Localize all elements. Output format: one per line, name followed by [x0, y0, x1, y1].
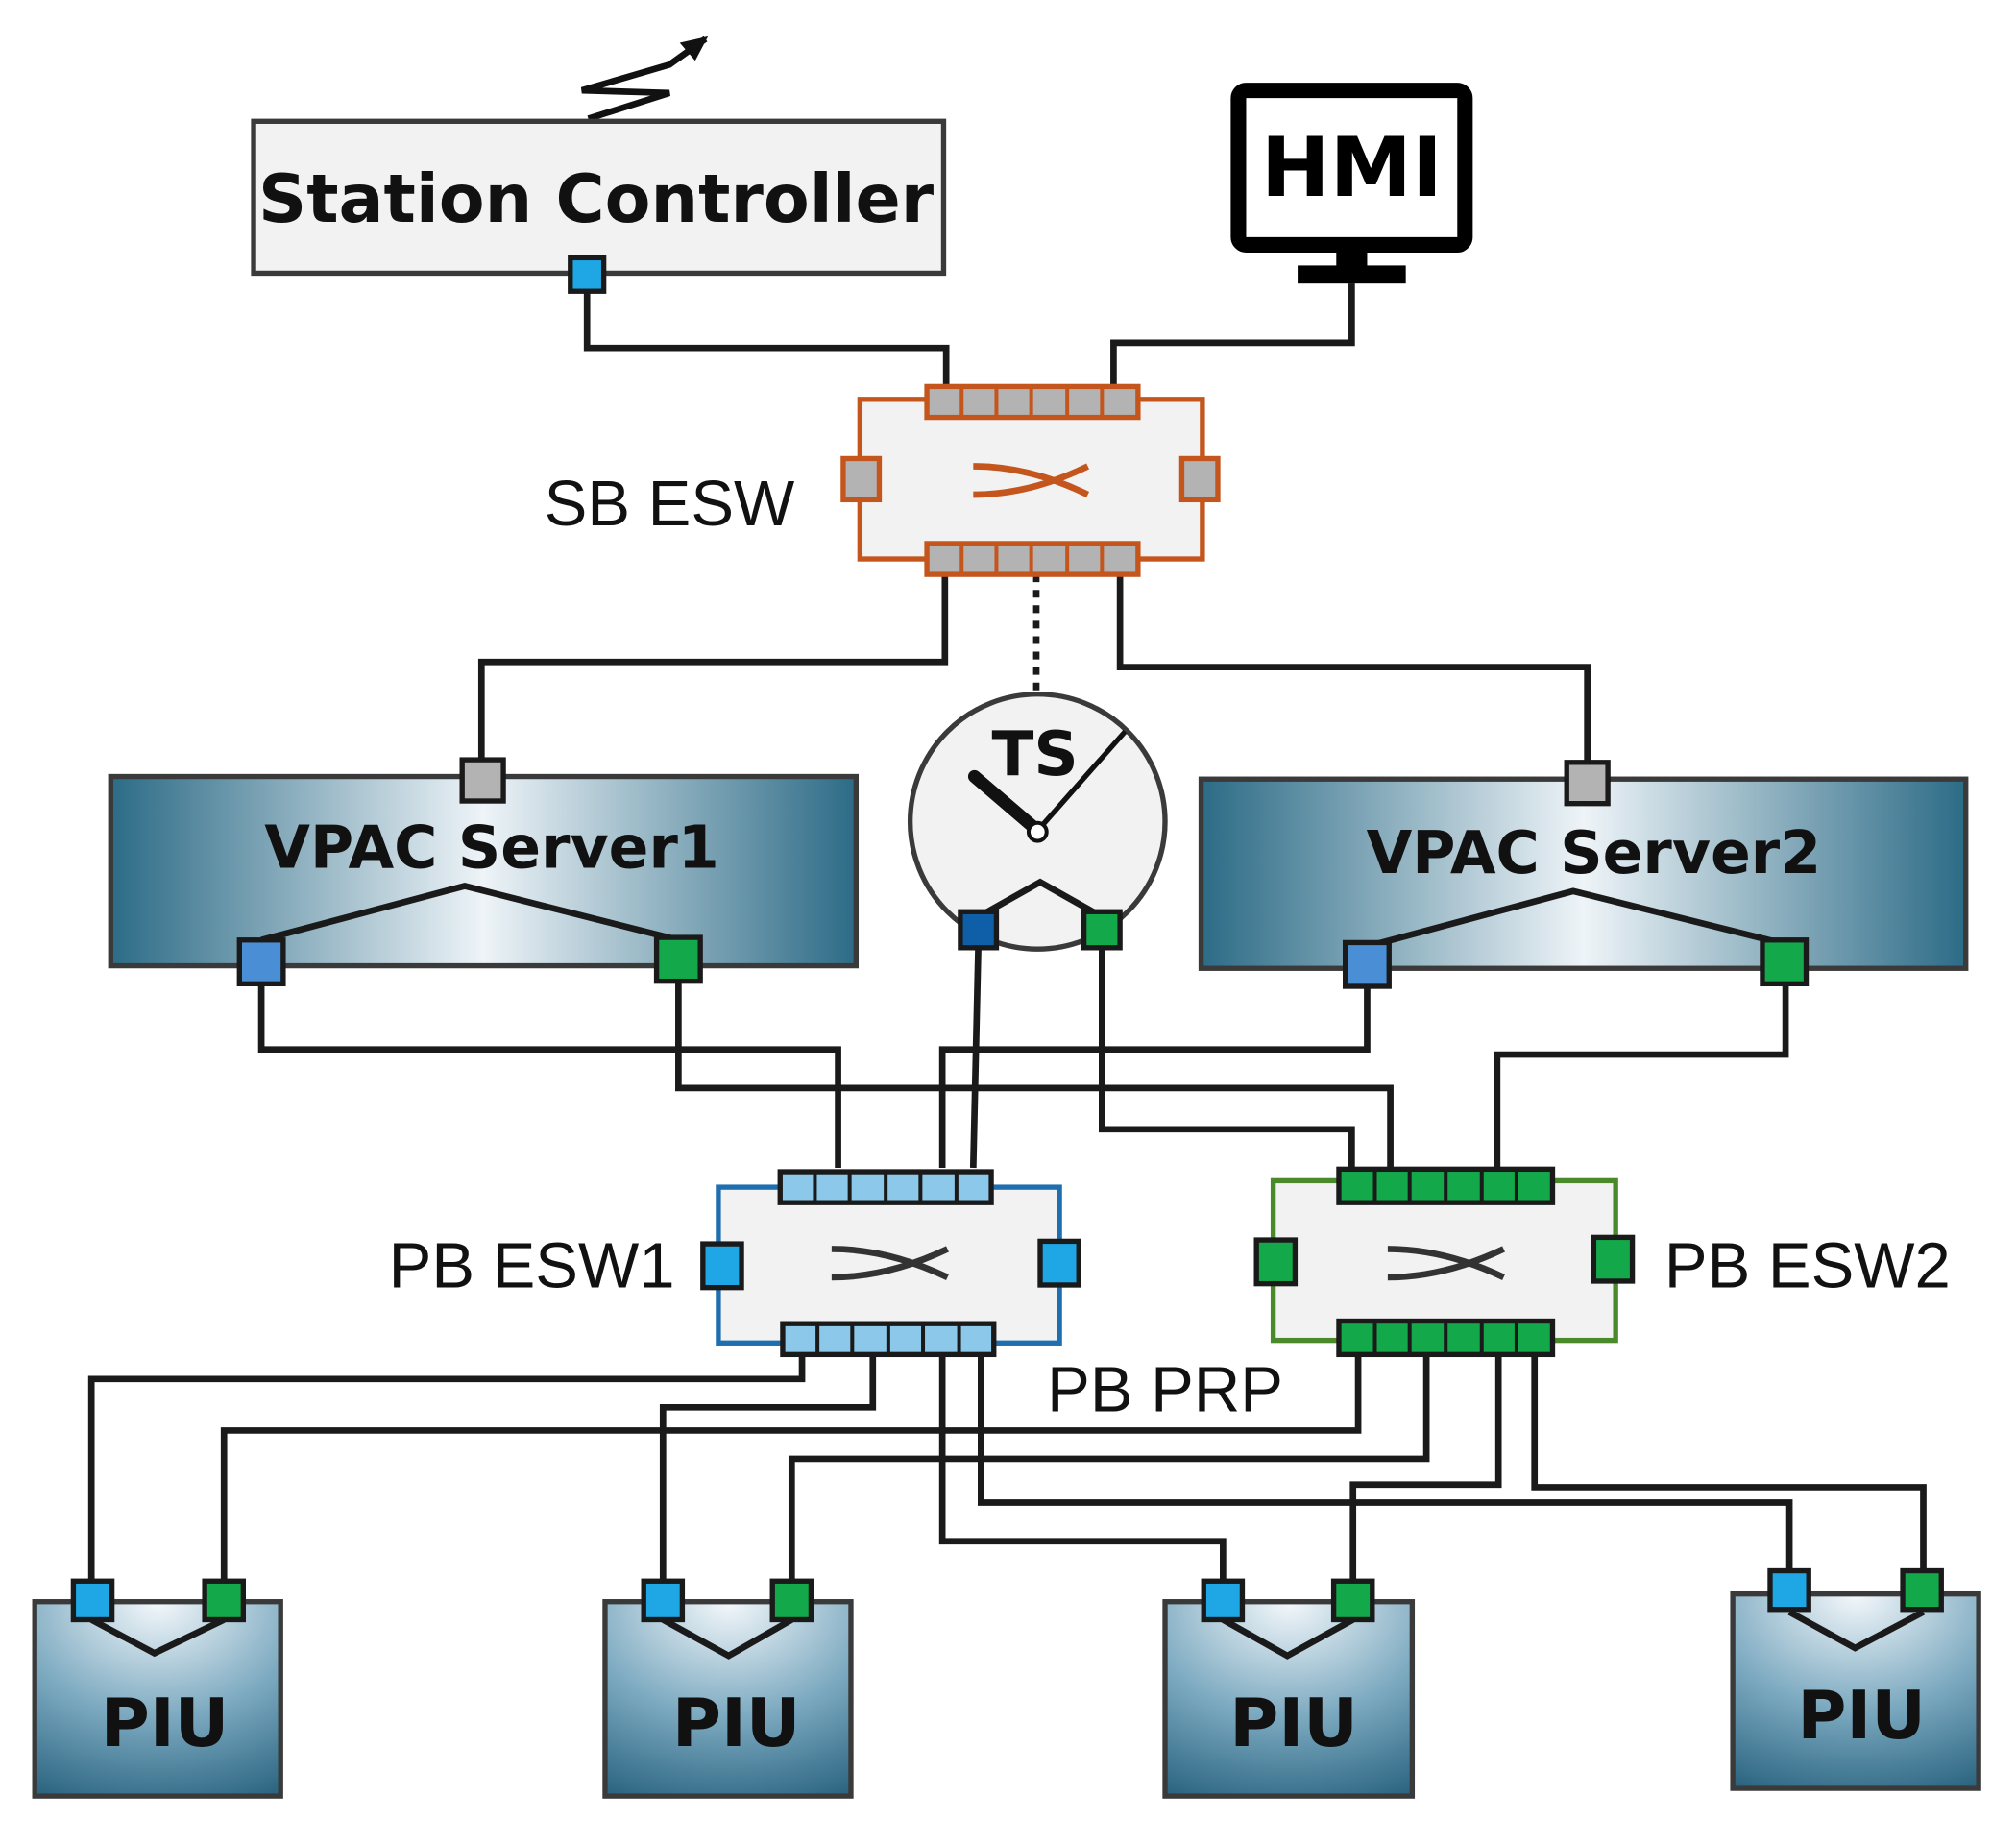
sb-esw-label: SB ESW [545, 468, 795, 540]
switch-icon [973, 463, 1090, 498]
pb-esw1-left-port [700, 1241, 744, 1291]
piu-1-port-a [70, 1578, 115, 1623]
antenna-icon [580, 36, 708, 122]
link-pbesw1-piu3 [938, 1354, 1227, 1582]
sb-esw-switch: SB ESW [545, 383, 1221, 577]
vpac-server1-port-b [653, 934, 703, 984]
hmi-label: HMI [1261, 120, 1443, 216]
vpac-server2: VPAC Server2 [1198, 760, 1969, 989]
piu-4-port-a [1767, 1567, 1811, 1613]
switch-icon [1387, 1246, 1505, 1281]
time-server-label: TS [992, 718, 1079, 790]
switch-icon [831, 1246, 949, 1281]
piu-unit-1: PIU [32, 1578, 283, 1799]
station-controller-port [568, 255, 607, 294]
link-pbesw2-piu1 [220, 1354, 1362, 1582]
link-server2-pbesw2 [1494, 978, 1789, 1169]
pb-esw2-label: PB ESW2 [1664, 1230, 1951, 1302]
link-server1-pbesw2 [675, 978, 1394, 1169]
pb-esw1-label: PB ESW1 [389, 1230, 675, 1302]
link-sbesw-server2 [1116, 574, 1591, 763]
clock-hand-hour [967, 769, 1045, 837]
link-sc-sbesw [583, 292, 950, 387]
monitor-base [1298, 265, 1406, 284]
link-pbesw1-piu1 [87, 1354, 806, 1582]
pb-prp-label: PB PRP [1047, 1353, 1283, 1425]
vpac-server2-port-b [1760, 937, 1810, 987]
station-controller: Station Controller [251, 36, 947, 294]
link-hmi-sbesw [1110, 283, 1355, 387]
vpac-server1-port-a [236, 937, 286, 987]
time-server: TS [907, 692, 1168, 952]
link-ts-pbesw2 [1098, 942, 1355, 1169]
pb-esw1-right-port [1037, 1238, 1081, 1288]
piu-2-port-b [769, 1578, 814, 1623]
monitor-stand [1336, 244, 1368, 269]
vpac-server2-label: VPAC Server2 [1367, 818, 1822, 887]
network-links [87, 283, 1927, 1582]
piu-unit-4: PIU [1730, 1567, 1981, 1791]
link-pbesw2-piu2 [788, 1354, 1430, 1582]
link-pbesw1-piu4 [978, 1354, 1793, 1574]
pb-esw2-switch: PB ESW2 [1253, 1166, 1951, 1358]
link-sbesw-server1 [477, 574, 949, 761]
link-pbesw2-piu3 [1349, 1354, 1502, 1582]
pb-esw1-switch: PB ESW1 [389, 1169, 1081, 1358]
piu-3-port-b [1330, 1578, 1375, 1623]
vpac-server1-top-port [459, 757, 506, 804]
link-pbesw2-piu4 [1531, 1354, 1927, 1574]
sb-esw-left-port [840, 455, 883, 503]
piu-unit-3: PIU [1162, 1578, 1416, 1799]
link-server2-pbesw1 [938, 978, 1371, 1169]
link-ts-pbesw1 [969, 942, 983, 1169]
piu-1-label: PIU [101, 1685, 230, 1762]
vpac-server2-prp-link [1366, 887, 1785, 950]
pb-esw2-left-port [1253, 1237, 1299, 1287]
link-pbesw1-piu2 [659, 1354, 877, 1582]
clock-hand-minute [1035, 729, 1128, 833]
time-server-port-b [1081, 909, 1123, 951]
time-server-prp-link [977, 878, 1104, 920]
vpac-server2-port-a [1342, 939, 1392, 989]
piu-1-port-b [202, 1578, 247, 1623]
pb-esw2-right-port [1591, 1234, 1636, 1284]
piu-4-port-b [1900, 1567, 1944, 1613]
vpac-server1-label: VPAC Server1 [264, 813, 719, 883]
piu-3-port-a [1201, 1578, 1246, 1623]
piu-3-label: PIU [1229, 1685, 1358, 1762]
link-server1-pbesw1 [257, 978, 841, 1169]
hmi-monitor: HMI [1230, 83, 1473, 284]
station-controller-label: Station Controller [258, 160, 935, 238]
piu-4-label: PIU [1797, 1677, 1926, 1755]
time-server-port-a [958, 909, 1000, 951]
vpac-server1-prp-link [260, 883, 680, 944]
vpac-server1: VPAC Server1 [108, 757, 860, 987]
clock-center [1026, 820, 1049, 843]
piu-2-label: PIU [672, 1685, 801, 1762]
antenna-arrowhead [679, 36, 709, 61]
vpac-server2-top-port [1564, 760, 1611, 807]
piu-2-port-a [641, 1578, 686, 1623]
piu-unit-2: PIU [602, 1578, 854, 1799]
sb-esw-right-port [1178, 455, 1221, 503]
